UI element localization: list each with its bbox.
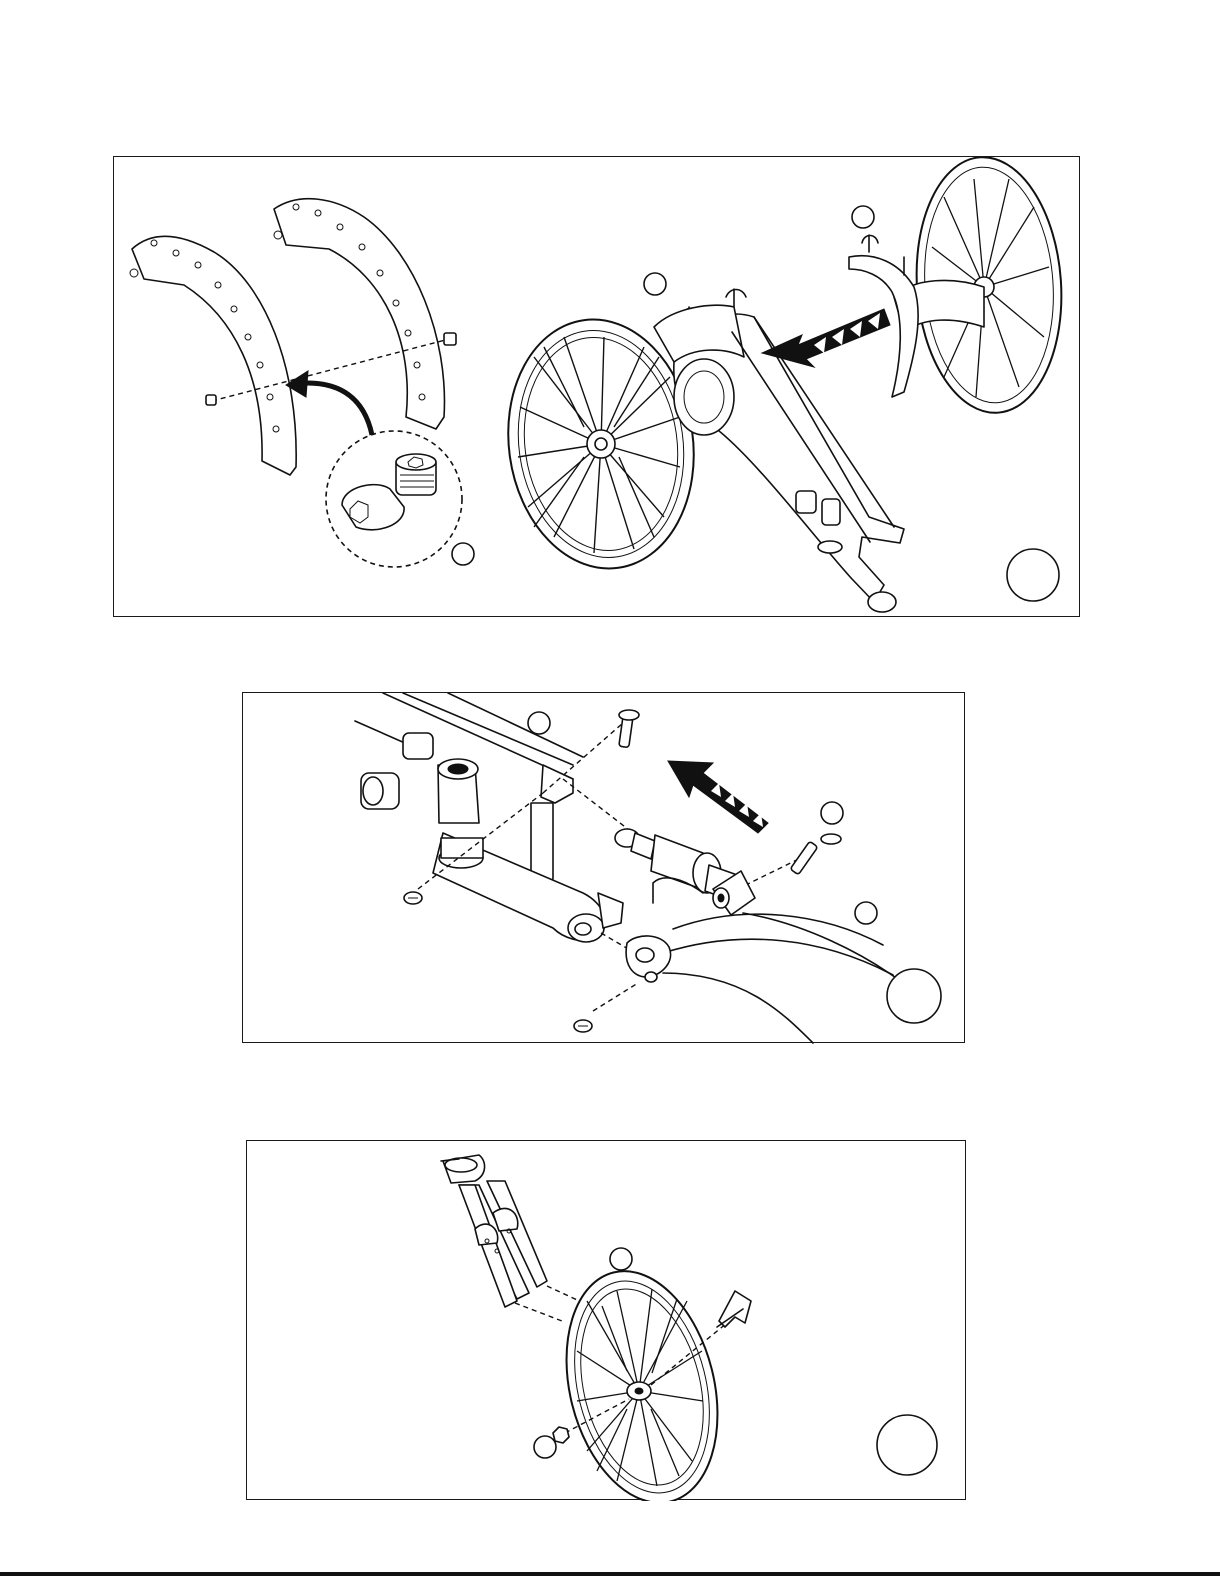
step-number-callout-3 <box>877 1415 937 1475</box>
panel-2-illustration <box>243 693 966 1044</box>
bolt-right <box>444 333 456 345</box>
bolt-detail-callout <box>326 431 462 567</box>
part-callout-3a <box>610 1248 632 1270</box>
direction-arrow-up-left <box>668 761 768 833</box>
step-number-callout <box>1007 549 1059 601</box>
part-callout-2a <box>528 712 550 734</box>
curved-pointer-arrow <box>304 383 372 435</box>
panel-3 <box>246 1140 966 1500</box>
part-callout-2c <box>855 902 877 924</box>
panel-1-illustration <box>114 157 1081 618</box>
direction-arrow-left <box>762 309 890 367</box>
part-callout-3b <box>534 1436 556 1458</box>
panel-1 <box>113 156 1080 617</box>
part-callout-1a <box>452 543 474 565</box>
bolt-left <box>206 395 216 405</box>
panel-3-illustration <box>247 1141 967 1501</box>
part-callout-1b <box>644 273 666 295</box>
steering-fittings <box>361 733 483 868</box>
page-bottom-rule <box>0 1572 1220 1576</box>
screw-bottom <box>574 1020 592 1032</box>
part-callout-1c <box>852 206 874 228</box>
panel-2 <box>242 692 965 1043</box>
chain-guard-plate-right <box>274 199 444 429</box>
front-wheel <box>544 1255 741 1501</box>
pin-upper <box>619 710 639 748</box>
chain-guard-plate-left <box>130 236 296 475</box>
step-number-callout-2 <box>887 969 941 1023</box>
screw-left <box>404 892 422 904</box>
main-frame-tubes <box>355 693 623 942</box>
part-callout-2b <box>821 802 843 824</box>
front-fork <box>441 1155 547 1307</box>
pin-lower <box>790 834 841 875</box>
shock-absorber <box>615 829 755 915</box>
